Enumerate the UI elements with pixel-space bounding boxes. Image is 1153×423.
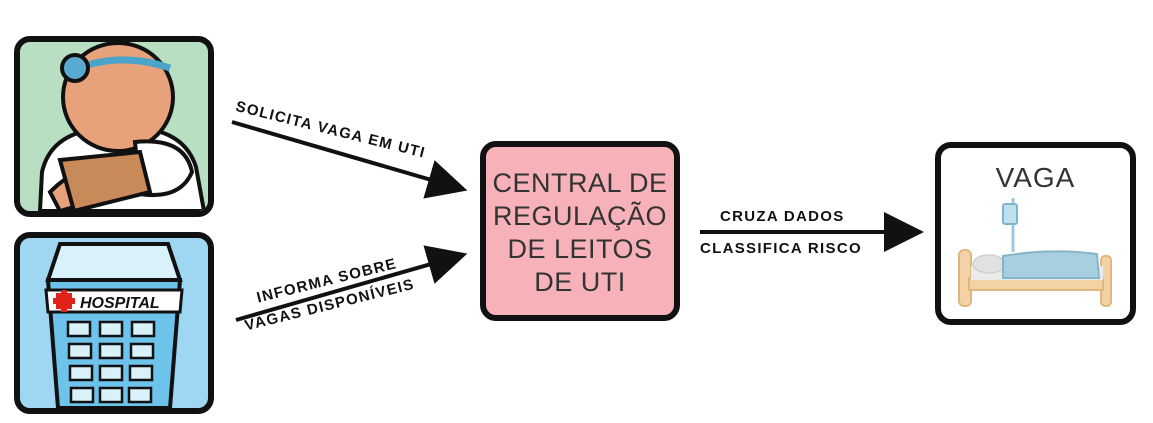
hospital-panel: HOSPITAL [14,232,214,414]
vaga-title: VAGA [995,162,1076,193]
central-regulacao-box: CENTRAL DE REGULAÇÃO DE LEITOS DE UTI [480,141,680,321]
vaga-box: VAGA [935,142,1136,325]
central-label: CENTRAL DE REGULAÇÃO DE LEITOS DE UTI [492,168,668,297]
arrow-solicita [231,120,468,199]
hospital-cross-icon [53,290,75,312]
doctor-icon [37,42,207,211]
hospital-sign: HOSPITAL [80,295,160,312]
label-cruza-dados: CRUZA DADOS [720,208,845,225]
doctor-panel [14,36,214,217]
iv-drip-icon [1002,198,1018,252]
label-classifica-risco: CLASSIFICA RISCO [700,240,862,257]
hospital-bed-icon [958,198,1112,307]
arrow-informa [235,245,468,322]
hospital-building-icon: HOSPITAL [44,242,184,408]
